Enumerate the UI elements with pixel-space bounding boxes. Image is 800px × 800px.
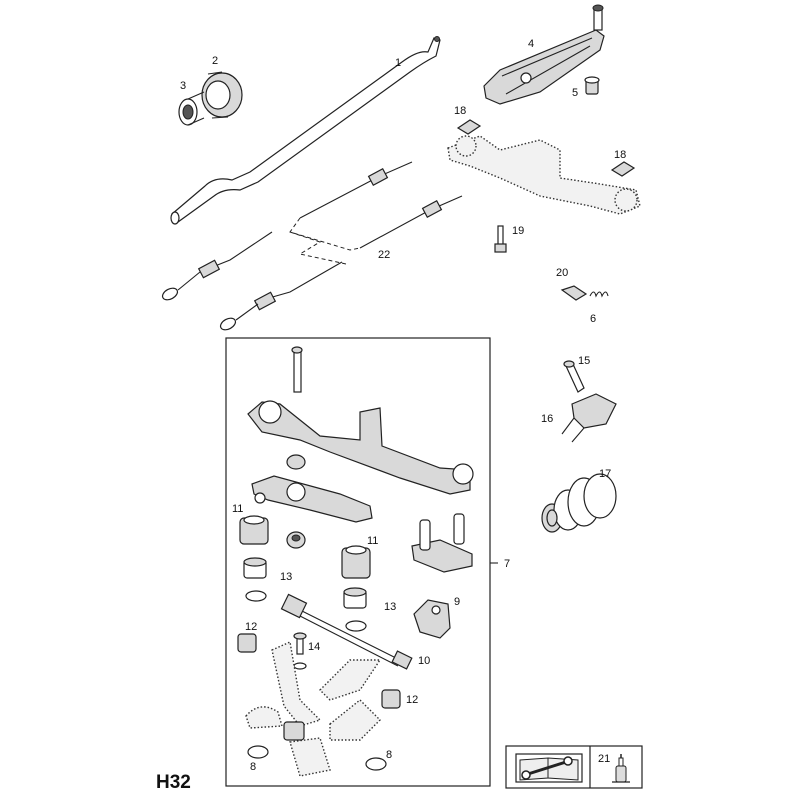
- part-7-assembly-frame: [225, 337, 491, 787]
- part-22-shift-cables: [161, 161, 463, 331]
- part-16-fork: [561, 393, 617, 443]
- label-part-11-right: 11: [367, 535, 378, 547]
- label-part-19: 19: [512, 225, 524, 237]
- part-18-clip-right: [610, 161, 636, 177]
- label-part-18-left: 18: [454, 105, 466, 117]
- service-legend-box: 21: [505, 745, 643, 789]
- part-9-bracket: [413, 599, 451, 639]
- grease-gun-icon: [612, 754, 630, 783]
- part-8-ring-right: [365, 757, 387, 771]
- label-part-13-left: 13: [280, 571, 292, 583]
- part-1-shift-rod: [170, 36, 441, 225]
- part-15-pin: [563, 360, 585, 393]
- part-20-screw: [560, 285, 588, 301]
- lower-linkage-dotted: [245, 640, 382, 777]
- upper-mount-plate: [447, 135, 641, 215]
- sheet-code: H32: [156, 772, 191, 793]
- part-3-bush: [178, 91, 205, 126]
- label-part-10: 10: [418, 655, 430, 667]
- label-part-4: 4: [528, 38, 534, 50]
- label-part-8-right: 8: [386, 749, 392, 761]
- label-part-2: 2: [212, 55, 218, 67]
- part-11-bush-left: [239, 515, 269, 545]
- label-part-12-bottom: 12: [406, 694, 418, 706]
- part-13-sleeve-right: [343, 587, 367, 632]
- guide-pin: [291, 346, 303, 393]
- part-17-boot: [541, 473, 617, 533]
- label-part-15: 15: [578, 355, 590, 367]
- label-part-13-right: 13: [384, 601, 396, 613]
- label-part-1: 1: [395, 57, 401, 69]
- label-part-18-right: 18: [614, 149, 626, 161]
- label-part-16: 16: [541, 413, 553, 425]
- label-part-5: 5: [572, 87, 578, 99]
- part-12-block-top: [237, 633, 257, 653]
- manual-book-icon: [515, 753, 583, 783]
- label-part-11-left: 11: [232, 503, 243, 515]
- label-part-12-top: 12: [245, 621, 257, 633]
- part-13-sleeve-left: [243, 557, 267, 602]
- part-8-ring-left: [247, 745, 269, 759]
- part-10-rod: [280, 593, 413, 670]
- label-part-7: 7: [504, 558, 510, 570]
- label-part-20: 20: [556, 267, 568, 279]
- part-5-small-bush: [584, 76, 600, 95]
- label-part-8-left: 8: [250, 761, 256, 773]
- part-12-block-bottom: [381, 689, 401, 709]
- label-part-6: 6: [590, 313, 596, 325]
- label-part-3: 3: [180, 80, 186, 92]
- twin-post-mount: [411, 513, 473, 573]
- label-part-14: 14: [308, 641, 320, 653]
- part-18-clip-left: [456, 119, 482, 135]
- part-2-bearing: [201, 71, 243, 119]
- label-part-21: 21: [598, 753, 610, 765]
- part-4-lever-bracket: [483, 4, 605, 105]
- part-6-spring: [589, 291, 609, 298]
- part-14-bolt: [293, 632, 307, 670]
- label-part-22: 22: [378, 249, 390, 261]
- part-19-bolt: [494, 225, 507, 253]
- label-part-9: 9: [454, 596, 460, 608]
- wrench-icon: [521, 756, 573, 780]
- label-part-17: 17: [599, 468, 611, 480]
- small-grommet: [286, 531, 306, 549]
- part-11-bush-right: [341, 545, 371, 579]
- lower-shift-bracket: [251, 454, 373, 523]
- main-shift-bracket: [247, 400, 474, 495]
